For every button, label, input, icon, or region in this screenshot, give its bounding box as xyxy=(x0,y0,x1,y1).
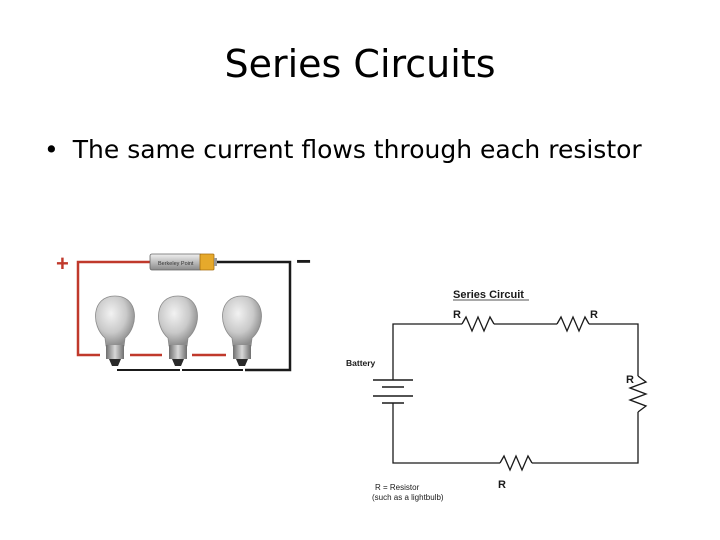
bottom-wire xyxy=(392,410,500,464)
schematic-title: Series Circuit xyxy=(453,289,524,301)
series-schematic xyxy=(370,315,648,472)
black-wire xyxy=(216,260,292,372)
legend-line-2: (such as a lightbulb) xyxy=(372,493,444,502)
minus-sign: − xyxy=(296,246,311,276)
resistor-label-2: R xyxy=(590,309,598,321)
bulb-circuit: + − Berkeley Point xyxy=(56,246,311,372)
red-wire xyxy=(76,260,150,357)
lightbulb-icon-3 xyxy=(222,295,262,366)
resistor-right xyxy=(628,375,648,413)
resistor-top-left xyxy=(461,315,495,333)
legend-line-1: R = Resistor xyxy=(375,483,420,492)
bullet-text: The same current flows through each resi… xyxy=(72,135,642,164)
bullet-dot: • xyxy=(44,135,59,164)
bullet-point: • The same current flows through each res… xyxy=(44,135,642,164)
resistor-label-3: R xyxy=(626,374,634,386)
resistor-label-1: R xyxy=(453,309,461,321)
resistor-bottom xyxy=(499,454,533,472)
resistor-label-4: R xyxy=(498,479,506,491)
battery-symbol-icon xyxy=(370,372,416,412)
battery-brand-label: Berkeley Point xyxy=(158,261,194,267)
battery-label: Battery xyxy=(346,358,376,368)
slide-title: Series Circuits xyxy=(224,42,496,86)
lightbulb-icon-2 xyxy=(158,295,198,366)
right-wire-low xyxy=(532,412,639,464)
plus-sign: + xyxy=(56,251,69,276)
lightbulb-icon-1 xyxy=(95,295,135,366)
right-wire xyxy=(589,323,639,376)
battery-cell-icon: Berkeley Point xyxy=(149,253,217,271)
resistor-top-right xyxy=(556,315,590,333)
